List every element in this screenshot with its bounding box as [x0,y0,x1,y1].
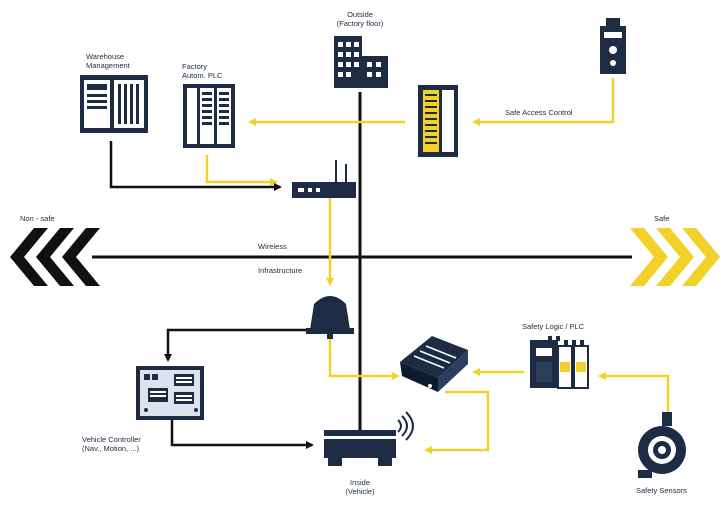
outside-label: Outside(Factory floor) [336,10,384,28]
vehicle-controller-label: Vehicle Controller(Nav., Motion, ...) [82,435,141,453]
connections [109,78,670,454]
safety-plc-icon [530,336,589,389]
server-rack-icon [80,75,148,133]
safety-sensors-label: Safety Sensors [636,486,687,495]
plc-module-icon [183,84,235,148]
connector-antenna-to-controller [164,328,306,362]
safe-access-label: Safe Access Control [505,108,573,117]
connector-antenna-to-gateway [328,338,400,380]
gateway-icon [400,336,468,392]
wireless-label: Wireless [258,242,287,251]
infrastructure-label: Infrastructure [258,266,303,275]
connector-switch-to-access [472,78,615,126]
safe-chevron-icon [630,228,720,286]
non-safe-chevron-icon [10,228,100,286]
connector-sensor-to-logic [598,372,670,425]
safety-switch-icon [600,18,626,74]
agv-vehicle-icon [324,411,414,466]
non-safe-label: Non - safe [20,214,55,223]
connector-gateway-to-vehicle [424,390,490,454]
connector-plc-to-router [205,155,278,186]
antenna-icon [306,296,354,339]
wireless-router-icon [292,160,356,198]
safe-label: Safe [654,214,670,223]
controller-board-icon [136,366,204,420]
inside-label: Inside(Vehicle) [345,478,375,496]
factory-building-icon [334,36,388,88]
connector-controller-to-vehicle [170,420,314,449]
safety-io-module-icon [418,85,458,157]
safety-logic-label: Safety Logic / PLC [522,322,585,331]
connector-warehouse-to-router [109,141,282,191]
encoder-sensor-icon [638,412,686,478]
